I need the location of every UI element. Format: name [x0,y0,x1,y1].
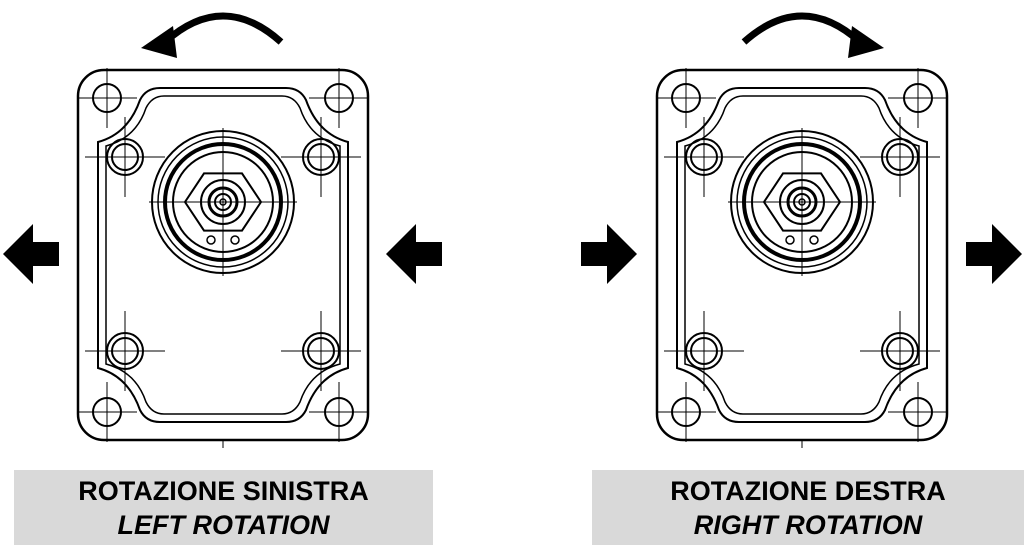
left-rotation-title-it: ROTAZIONE SINISTRA [78,475,369,506]
rotation-arrowhead [141,26,177,58]
left-rotation-pump-drawing [3,12,442,448]
flow-arrow-outlet-right [966,224,1022,284]
flow-arrow-inlet-left [386,224,442,284]
pump-gasket-inner-outline [105,95,341,415]
drain-hole [809,235,819,245]
rotation-arrowhead [848,26,884,58]
left-rotation-caption: ROTAZIONE SINISTRA LEFT ROTATION [14,470,433,545]
right-rotation-caption: ROTAZIONE DESTRA RIGHT ROTATION [592,470,1024,545]
right-rotation-pump-drawing [581,12,1022,448]
right-rotation-title-en: RIGHT ROTATION [693,509,923,540]
right-rotation-title-it: ROTAZIONE DESTRA [670,475,946,506]
left-rotation-title-en: LEFT ROTATION [117,509,330,540]
pump-gasket-outline [97,87,349,423]
rotation-arrow-counter-clockwise [162,12,284,45]
flow-arrow-inlet-right [581,224,637,284]
drain-hole [230,235,240,245]
drain-hole [206,235,216,245]
drain-hole [785,235,795,245]
rotation-arrow-clockwise [741,12,863,45]
pump-gasket-outline [676,87,928,423]
pump-gasket-inner-outline [684,95,920,415]
flow-arrow-outlet-left [3,224,59,284]
